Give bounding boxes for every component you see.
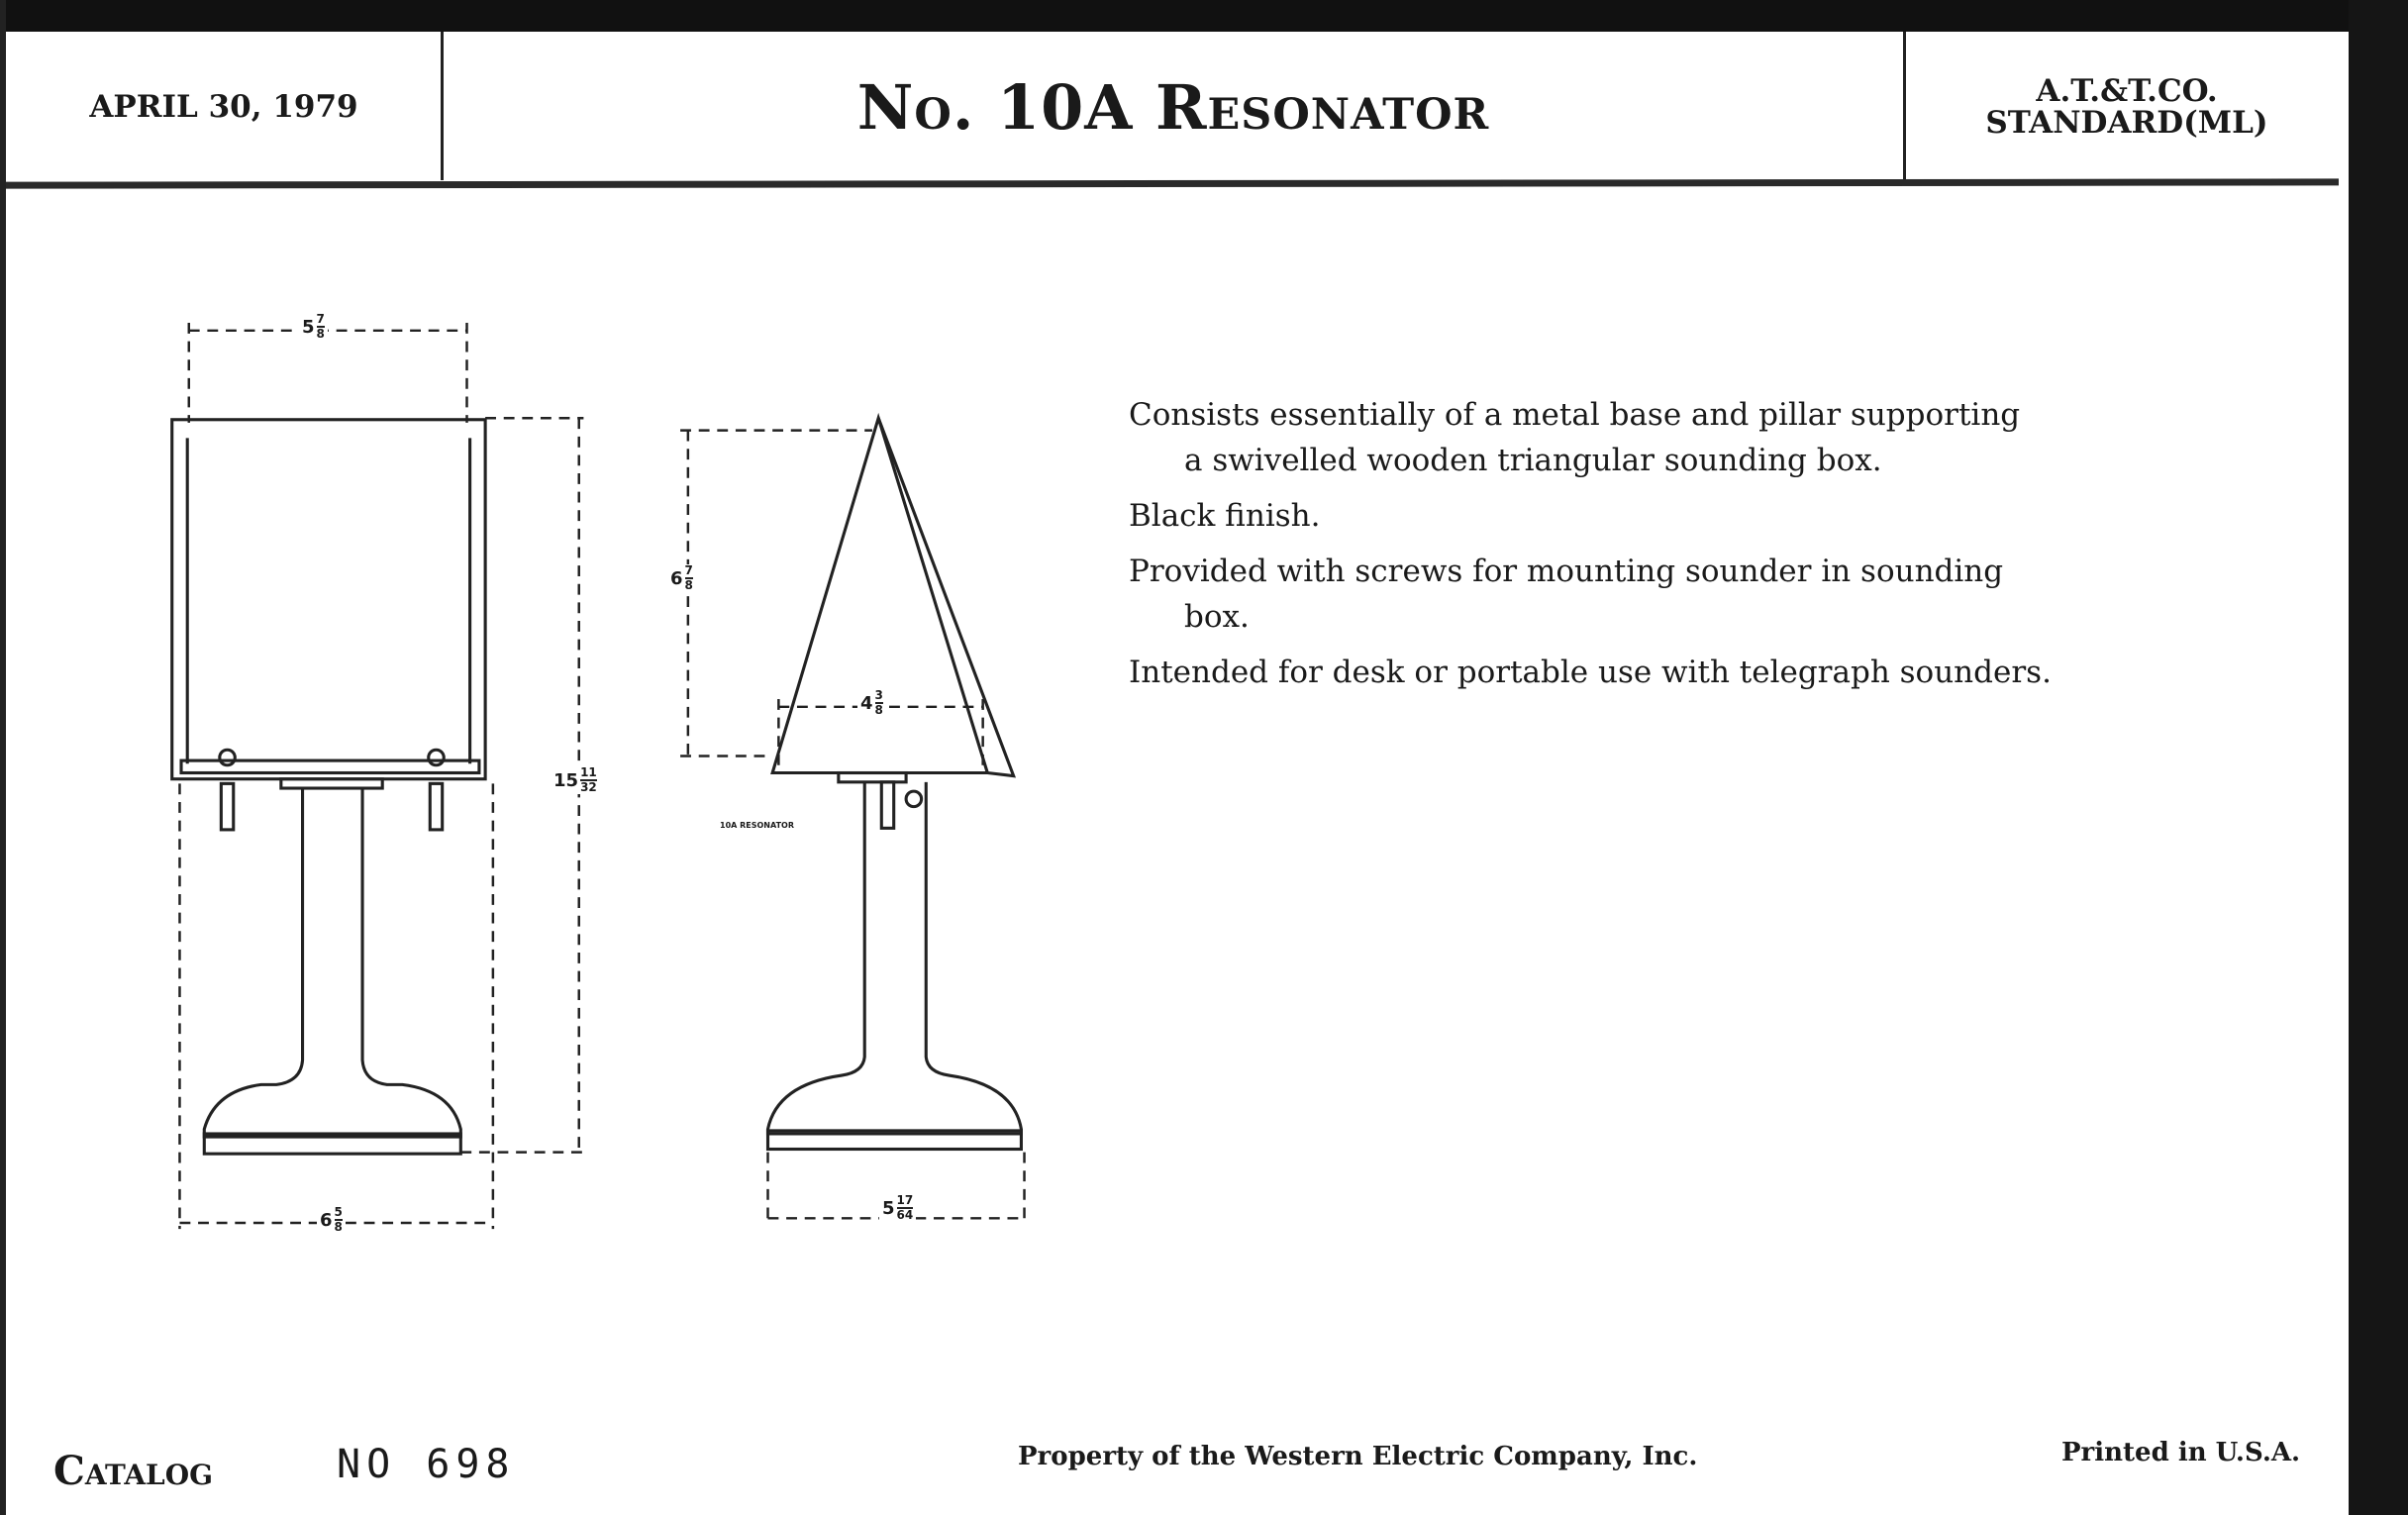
dim-num: 7 xyxy=(684,563,693,579)
header-standard: A.T.&T.CO. STANDARD(ML) xyxy=(1906,32,2348,182)
dim-den: 8 xyxy=(316,327,325,341)
dim-den: 32 xyxy=(580,780,597,794)
dim-den: 8 xyxy=(874,703,883,717)
description-line: Intended for desk or portable use with t… xyxy=(1129,655,2052,690)
catalog-label: Catalog xyxy=(53,1448,214,1494)
base-plate xyxy=(202,1132,462,1156)
screw xyxy=(219,781,236,832)
side-view xyxy=(765,412,1023,1152)
pillar-and-foot xyxy=(202,788,462,1139)
standard-line-1: A.T.&T.CO. xyxy=(2036,73,2218,109)
pillar-and-foot xyxy=(765,781,1023,1136)
header-divider xyxy=(1903,32,1906,180)
base-plate xyxy=(765,1129,1023,1152)
description-line: Black finish. xyxy=(1129,498,1321,534)
bolt-head xyxy=(427,748,446,767)
description-paragraph: Black finish. xyxy=(1129,493,2119,539)
dim-num: 5 xyxy=(334,1205,343,1221)
screw xyxy=(879,780,896,830)
description-line: Consists essentially of a metal base and… xyxy=(1129,397,2021,433)
printed-notice: Printed in U.S.A. xyxy=(2061,1438,2301,1467)
dim-den: 8 xyxy=(684,578,693,592)
description-line: box. xyxy=(1184,599,1250,635)
property-notice: Property of the Western Electric Company… xyxy=(1018,1442,1698,1471)
description-paragraph: Intended for desk or portable use with t… xyxy=(1129,650,2119,695)
dim-num: 7 xyxy=(316,312,325,328)
description-paragraph: Provided with screws for mounting sounde… xyxy=(1129,549,2119,640)
front-dimensions xyxy=(178,323,584,1230)
description-line: a swivelled wooden triangular sounding b… xyxy=(1184,443,1882,478)
scan-border-top xyxy=(0,0,2408,32)
dim-whole: 6 xyxy=(670,567,683,589)
header-divider xyxy=(441,32,444,180)
description-paragraph: Consists essentially of a metal base and… xyxy=(1129,392,2119,483)
dim-den: 8 xyxy=(334,1220,343,1234)
standard-line-2: STANDARD(ML) xyxy=(1985,105,2268,141)
sounding-box-front xyxy=(170,418,487,781)
description: Consists essentially of a metal base and… xyxy=(1129,392,2119,705)
description-line: Provided with screws for mounting sounde… xyxy=(1129,554,2004,589)
page-title: No. 10A Resonator xyxy=(856,70,1490,144)
dim-num: 17 xyxy=(896,1193,914,1209)
front-view xyxy=(170,418,487,1156)
dim-whole: 4 xyxy=(860,692,873,714)
dim-den: 64 xyxy=(896,1208,914,1222)
dim-whole: 15 xyxy=(553,769,579,791)
dim-num: 11 xyxy=(580,765,597,781)
scan-border-left xyxy=(0,0,6,1515)
dim-whole: 5 xyxy=(882,1197,895,1219)
drawing-label: 10A RESONATOR xyxy=(720,821,794,830)
scan-border-right xyxy=(2349,0,2408,1515)
triangular-sounding-box xyxy=(770,412,990,775)
dim-num: 3 xyxy=(874,688,883,704)
header-date: APRIL 30, 1979 xyxy=(89,89,358,125)
screw xyxy=(428,781,445,832)
dim-whole: 6 xyxy=(320,1209,333,1231)
dim-whole: 5 xyxy=(302,316,315,338)
bolt-head xyxy=(218,748,237,767)
catalog-number: NO 698 xyxy=(337,1442,516,1487)
